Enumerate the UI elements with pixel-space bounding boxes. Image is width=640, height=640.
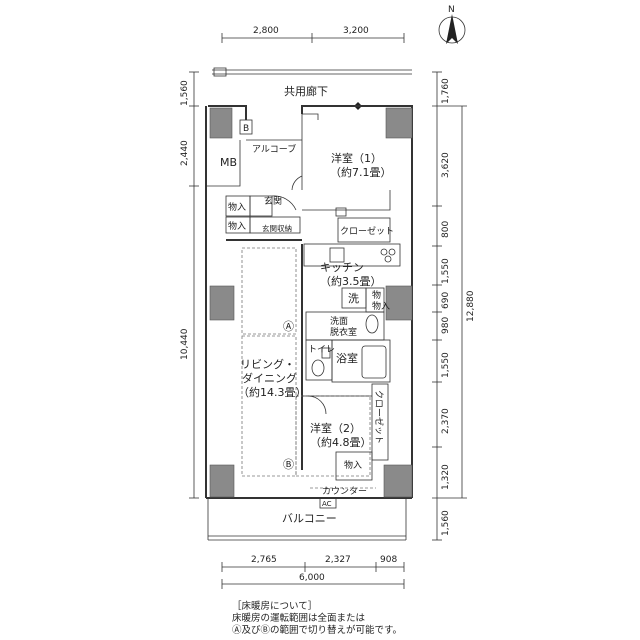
counter-label: カウンター bbox=[322, 486, 367, 497]
note-line-1: 床暖房の運転範囲は全面または bbox=[232, 613, 366, 624]
north-arrow-icon: N bbox=[438, 5, 466, 44]
bathroom-label: 浴室 bbox=[336, 351, 358, 365]
dim-bottom-1: 2,765 bbox=[251, 555, 277, 565]
storage1-label: 物入 bbox=[228, 201, 246, 213]
balcony-label: バルコニー bbox=[282, 512, 337, 525]
dim-right-10: 1,560 bbox=[441, 510, 451, 536]
storage2-label: 物入 bbox=[228, 220, 246, 232]
storage3-label-2: 物入 bbox=[372, 300, 390, 312]
left-dimension-line: 1,560 2,440 10,440 bbox=[180, 71, 199, 499]
zone-b-label: Ⓑ bbox=[283, 458, 294, 471]
dim-right-4: 1,550 bbox=[441, 258, 451, 284]
dim-top-2: 3,200 bbox=[343, 26, 369, 36]
bottom-dimension-line: 2,765 2,327 908 6,000 bbox=[221, 555, 405, 589]
living-size: （約14.3畳） bbox=[238, 385, 307, 399]
note-heading: ［床暖房について］ bbox=[232, 601, 318, 612]
structural-columns bbox=[209, 107, 413, 498]
dim-right-7: 1,550 bbox=[441, 352, 451, 378]
washroom-label-1: 洗面 bbox=[330, 315, 348, 327]
corridor-rail bbox=[212, 67, 412, 77]
western1-name: 洋室（1） bbox=[331, 151, 382, 165]
entrance-label: 玄関 bbox=[264, 195, 282, 207]
dim-right-5: 690 bbox=[441, 292, 451, 309]
note-line-2: Ⓐ及びⒷの範囲で切り替えが可能です。 bbox=[232, 625, 403, 636]
dim-right-8: 2,370 bbox=[441, 408, 451, 434]
kitchen-name: キッチン bbox=[320, 261, 364, 274]
balcony bbox=[207, 498, 407, 541]
mb-label: MB bbox=[220, 156, 237, 169]
living-label-2: ダイニング bbox=[242, 371, 297, 385]
dim-left-1: 1,560 bbox=[180, 80, 190, 106]
floor-heating-note: ［床暖房について］ 床暖房の運転範囲は全面または Ⓐ及びⒷの範囲で切り替えが可能… bbox=[232, 601, 402, 637]
western2-size: （約4.8畳） bbox=[310, 435, 372, 449]
b-mark: B bbox=[243, 124, 249, 134]
closet2-label: クローゼット bbox=[373, 390, 385, 444]
north-label: N bbox=[448, 5, 455, 15]
dim-bottom-2: 2,327 bbox=[325, 555, 351, 565]
dim-right-6: 980 bbox=[441, 317, 451, 334]
ac-unit bbox=[319, 497, 337, 509]
closet-1 bbox=[337, 217, 391, 243]
ac-label: AC bbox=[322, 500, 332, 508]
bathroom bbox=[331, 339, 391, 383]
top-dimension-line: 2,800 3,200 bbox=[221, 26, 405, 43]
washroom-label-2: 脱衣室 bbox=[330, 326, 357, 338]
corridor-label: 共用廊下 bbox=[284, 84, 328, 98]
dim-right-9: 1,320 bbox=[441, 464, 451, 490]
western-room-2 bbox=[302, 383, 389, 481]
western1-size: （約7.1畳） bbox=[330, 165, 392, 179]
entrance bbox=[225, 195, 302, 241]
right-dimension-line: 1,760 3,620 800 1,550 690 980 1,550 2,37… bbox=[432, 71, 476, 541]
closet1-label: クローゼット bbox=[340, 225, 394, 237]
dim-bottom-3: 908 bbox=[380, 555, 397, 565]
alcove-label: アルコーブ bbox=[252, 143, 296, 155]
western-room-1 bbox=[291, 114, 391, 217]
living-label-1: リビング・ bbox=[240, 357, 295, 371]
dim-left-3: 10,440 bbox=[180, 328, 190, 360]
entrance-storage-label: 玄関収納 bbox=[262, 223, 292, 233]
western2-name: 洋室（2） bbox=[310, 421, 361, 435]
zone-a-label: Ⓐ bbox=[283, 320, 294, 333]
washer-label: 洗 bbox=[348, 292, 359, 305]
dim-right-1: 1,760 bbox=[441, 78, 451, 104]
storage3-label-1: 物 bbox=[372, 289, 381, 301]
dim-right-total: 12,880 bbox=[466, 290, 476, 322]
kitchen bbox=[303, 243, 401, 267]
dim-right-3: 800 bbox=[441, 221, 451, 238]
dim-left-2: 2,440 bbox=[180, 140, 190, 166]
dim-right-2: 3,620 bbox=[441, 152, 451, 178]
storage4-label: 物入 bbox=[344, 459, 362, 471]
dim-top-1: 2,800 bbox=[253, 26, 279, 36]
kitchen-size: （約3.5畳） bbox=[320, 274, 382, 288]
toilet-label: トイレ bbox=[308, 345, 335, 355]
dim-bottom-total: 6,000 bbox=[299, 573, 325, 583]
